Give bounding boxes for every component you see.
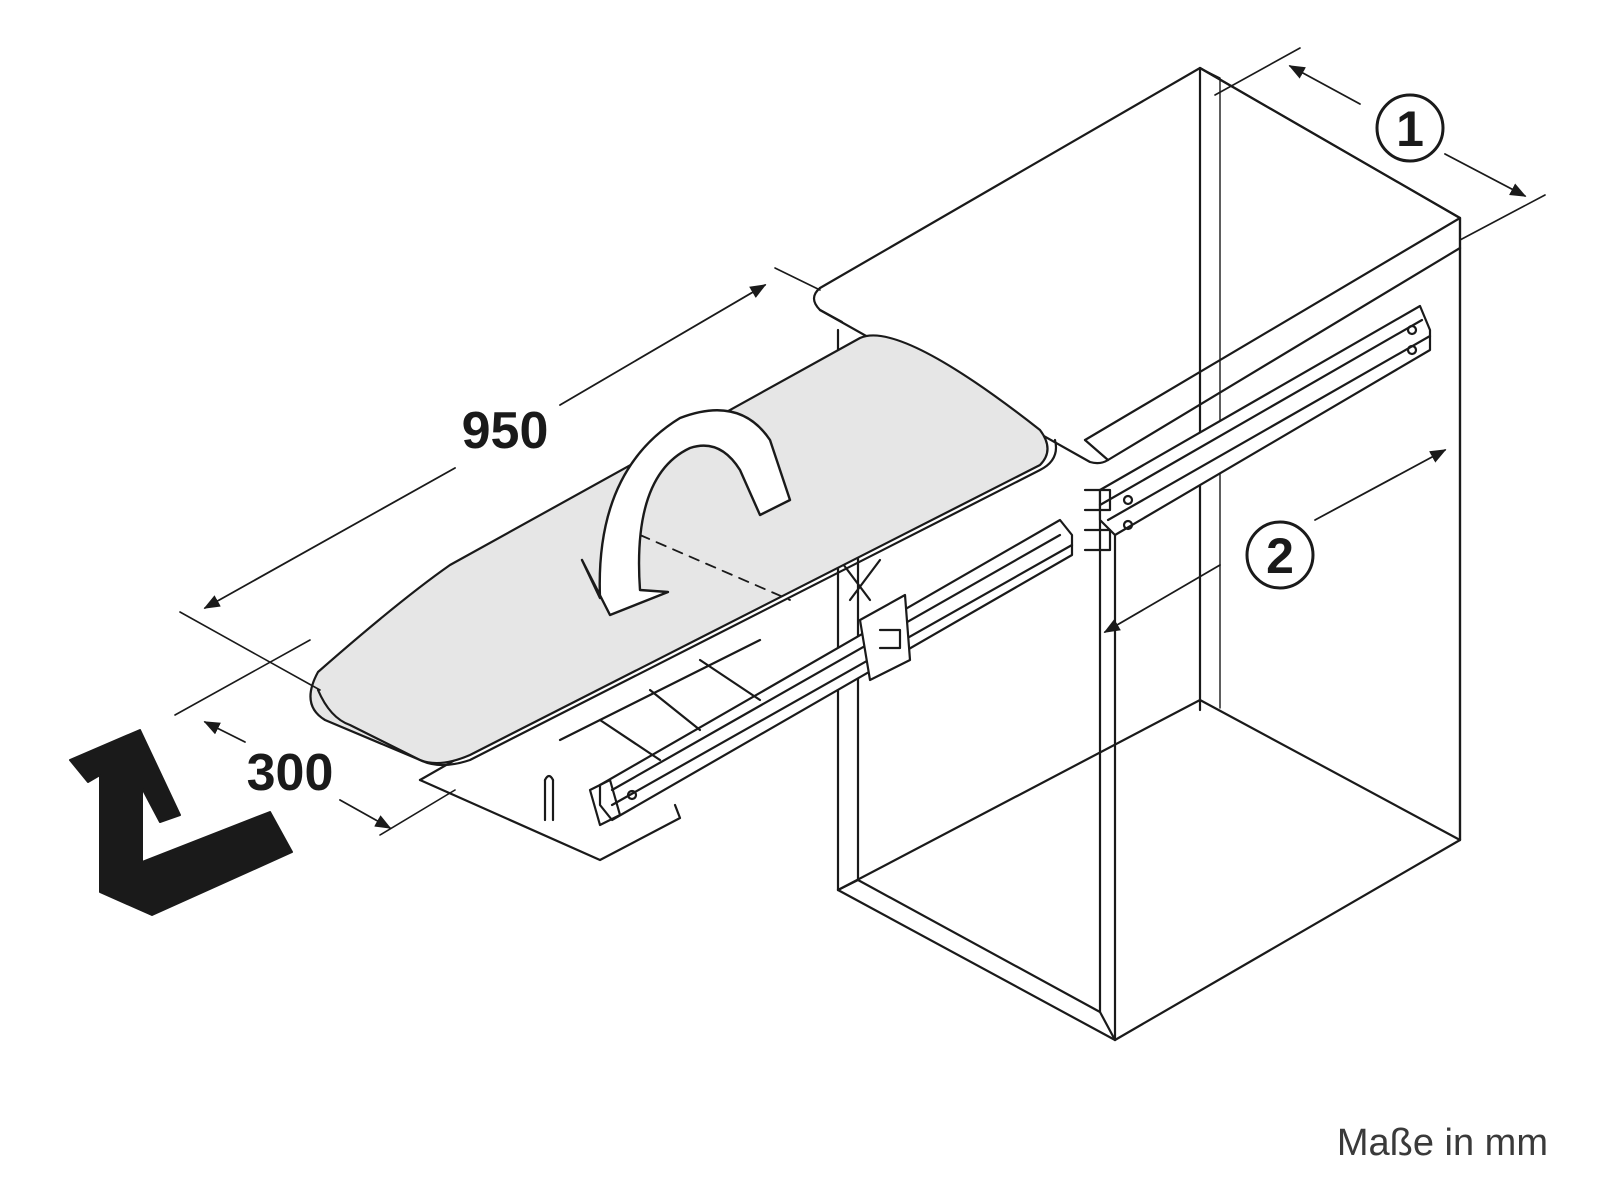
pullout-direction-icon	[69, 729, 293, 916]
dimension-2	[1103, 449, 1447, 633]
units-note: Maße in mm	[1336, 1122, 1548, 1164]
dimension-300	[174, 639, 456, 836]
scissor-frame	[543, 558, 882, 822]
ironing-board	[309, 334, 1058, 767]
dimension-1	[1214, 47, 1546, 241]
cabinet	[836, 66, 1462, 1042]
top-board	[812, 66, 1462, 465]
marker-1-label: 1	[1396, 101, 1424, 157]
extended-rail	[418, 518, 1074, 862]
dimension-950-label: 950	[462, 402, 549, 460]
marker-2-circle	[1245, 520, 1315, 590]
pullout-rail	[1083, 304, 1432, 552]
rotation-arrow-icon	[580, 409, 792, 617]
dimension-950	[179, 267, 821, 691]
marker-2-label: 2	[1266, 528, 1294, 584]
marker-1-circle	[1375, 93, 1445, 163]
dimension-300-label: 300	[247, 744, 334, 802]
